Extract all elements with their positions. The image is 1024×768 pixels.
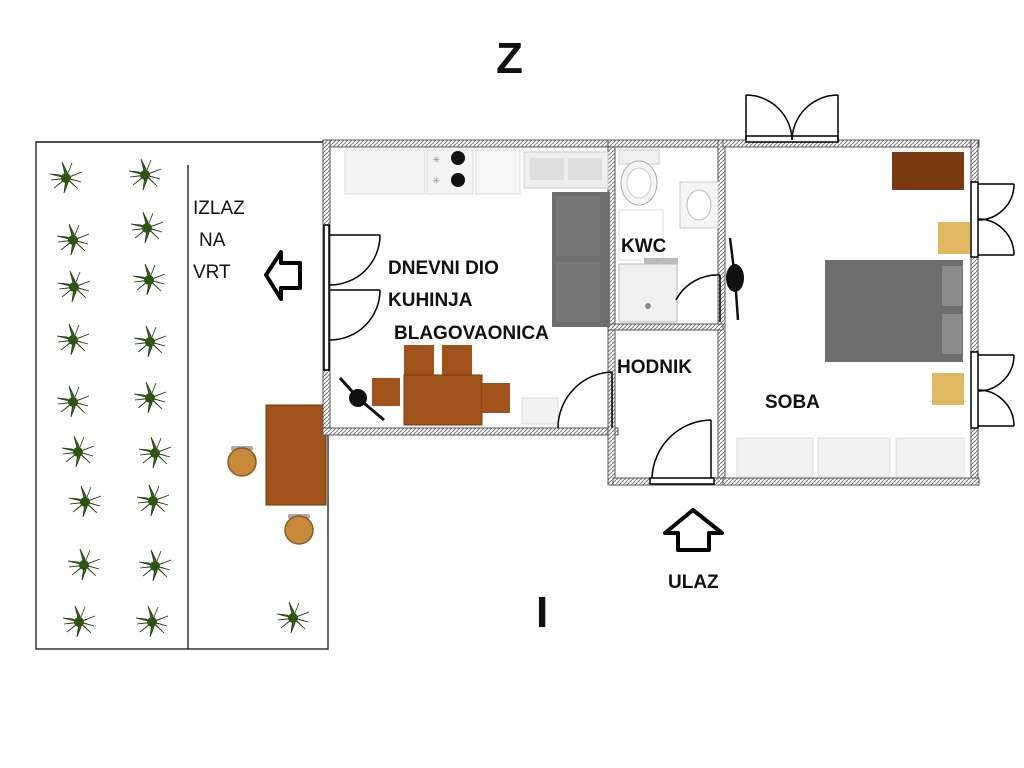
garden-plants: [49, 158, 310, 638]
plant-icon: [133, 325, 167, 358]
garden-exit-label-1: IZLAZ: [193, 198, 245, 219]
wc-label: KWC: [621, 236, 667, 257]
entrance-arrow-icon: [663, 508, 724, 552]
chair-icon: [227, 445, 257, 477]
plant-icon: [56, 323, 90, 356]
plant-icon: [56, 385, 90, 418]
cabinet: [521, 397, 559, 425]
hall-label: HODNIK: [617, 357, 692, 378]
plant-icon: [133, 381, 167, 414]
sofa: [552, 192, 610, 327]
exit-arrow-icon: [264, 250, 302, 301]
plant-icon: [130, 211, 164, 244]
bedroom-balcony-door: [745, 94, 839, 143]
living-room-label-3: BLAGOVAONICA: [394, 323, 549, 344]
fan-icon-2: [726, 237, 744, 321]
plant-icon: [68, 485, 102, 518]
plant-icon: [135, 605, 169, 638]
kitchen-counter: ✳ ✳: [344, 149, 609, 195]
plant-icon: [57, 270, 91, 303]
dining-set: [372, 345, 510, 426]
plant-icon: [276, 601, 310, 634]
plant-icon: [49, 161, 83, 194]
bedroom-furniture: [736, 152, 970, 477]
wc-fixtures: [618, 149, 719, 323]
plant-icon: [62, 605, 96, 638]
svg-text:✳: ✳: [432, 155, 440, 166]
entrance-door: [649, 419, 715, 485]
compass-south-label: I: [536, 588, 549, 637]
garden-exit-label-2: NA: [199, 230, 226, 251]
chair-icon: [284, 513, 314, 545]
garden-exit-label-3: VRT: [193, 262, 231, 283]
living-door: [557, 371, 613, 429]
living-room-label-1: DNEVNI DIO: [388, 258, 499, 279]
bedroom-label: SOBA: [765, 392, 820, 413]
plant-icon: [67, 548, 101, 581]
terrace-table: [227, 404, 327, 545]
living-room-label-2: KUHINJA: [388, 290, 473, 311]
plant-icon: [128, 158, 162, 191]
garden-area: [35, 141, 329, 650]
garden-door: [323, 224, 381, 371]
wc-door: [675, 274, 721, 322]
plant-icon: [138, 549, 172, 582]
compass-north-label: Z: [496, 34, 523, 83]
plant-icon: [56, 223, 90, 256]
fan-icon: [338, 376, 385, 422]
plant-icon: [132, 263, 166, 296]
bedroom-windows: [970, 181, 1015, 429]
plant-icon: [138, 436, 172, 469]
plant-icon: [136, 484, 170, 517]
entrance-label: ULAZ: [668, 572, 719, 593]
plant-icon: [61, 435, 95, 468]
svg-text:✳: ✳: [432, 176, 440, 187]
